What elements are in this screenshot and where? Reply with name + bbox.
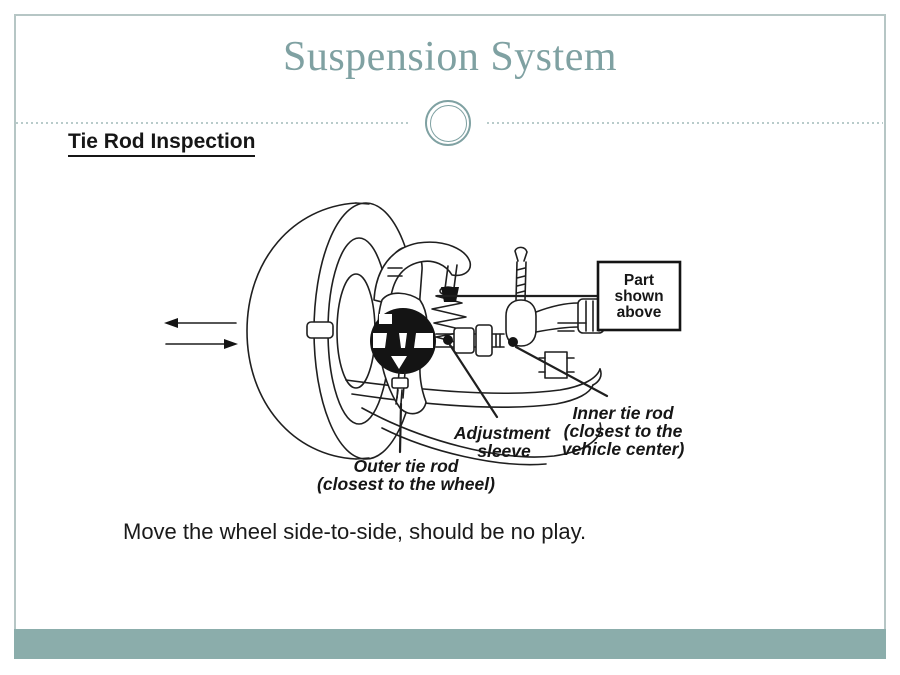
svg-text:vehicle center): vehicle center) (562, 439, 685, 459)
circle-ornament-inner-ring (429, 104, 467, 142)
svg-text:(closest to the wheel): (closest to the wheel) (317, 474, 495, 494)
part-box-line-2: shown (614, 288, 663, 305)
part-shown-box: Part shown above (596, 260, 682, 332)
outer-tie-rod-label: Outer tie rod (closest to the wheel) (317, 456, 495, 494)
part-box-line-3: above (617, 304, 662, 321)
section-heading: Tie Rod Inspection (68, 130, 256, 157)
circle-ornament-icon (425, 100, 471, 146)
tie-rod-shaft (435, 324, 505, 357)
tie-rod-diagram: Part shown above Adjustment sleeve Inner… (164, 202, 685, 494)
inner-tie-rod-label: Inner tie rod (closest to the vehicle ce… (562, 403, 685, 459)
inner-tie-rod-leader (514, 345, 609, 398)
divider-dotted-right (487, 122, 883, 124)
adjustment-sleeve-label: Adjustment sleeve (453, 423, 551, 461)
part-box-line-1: Part (624, 272, 654, 289)
outer-tie-rod-leader (398, 402, 403, 454)
wheel-tire (246, 202, 419, 460)
castle-nut (441, 287, 459, 302)
svg-text:Outer tie rod: Outer tie rod (353, 456, 458, 476)
slide-caption: Move the wheel side-to-side, should be n… (123, 519, 587, 544)
svg-text:sleeve: sleeve (477, 441, 531, 461)
svg-text:(closest to the: (closest to the (564, 421, 683, 441)
left-arrow-icon (164, 318, 237, 328)
slide-title: Suspension System (282, 34, 618, 80)
divider-dotted-left (16, 122, 408, 124)
adjustment-sleeve-dot (443, 335, 453, 345)
footer-bar (14, 629, 886, 659)
outer-tie-rod-closeup (370, 308, 436, 374)
svg-text:Adjustment: Adjustment (453, 423, 551, 443)
svg-text:Inner tie rod: Inner tie rod (572, 403, 673, 423)
inner-tie-rod-dot (508, 337, 518, 347)
coil-spring (431, 295, 469, 346)
ball-joint-stud (391, 371, 409, 405)
adjustment-sleeve-leader (448, 343, 499, 419)
right-arrow-icon (165, 339, 238, 349)
